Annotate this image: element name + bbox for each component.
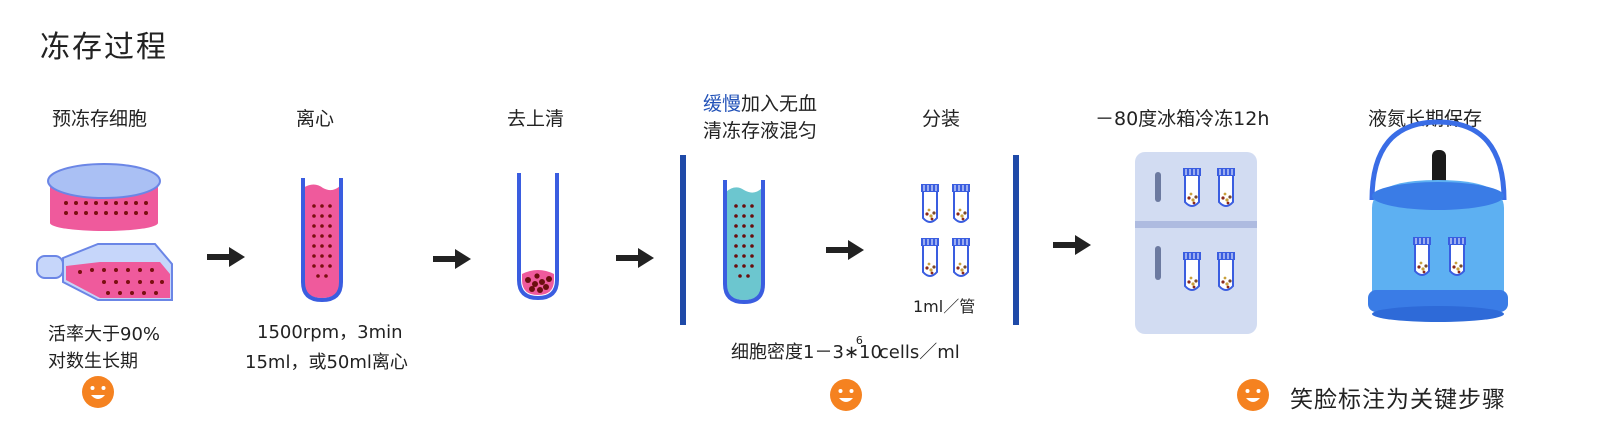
arrow-icon <box>1053 235 1091 255</box>
centrifuge-tube-icon <box>301 178 343 303</box>
freezer-icon <box>1135 152 1257 334</box>
culture-flask-icon <box>36 243 173 301</box>
culture-dish-icon <box>47 163 161 231</box>
pellet-tube-icon <box>517 173 559 301</box>
smiley-icon <box>82 376 114 408</box>
step-label-remove-supernatant: 去上清 <box>507 108 565 130</box>
note-centrifuge-speed: 1500rpm，3min <box>257 322 403 343</box>
note-centrifuge-tube: 15ml，或50ml离心 <box>245 352 408 373</box>
note-cell-density: 细胞密度1－3∗106 cells／ml <box>731 334 960 364</box>
highlight-slowly: 缓慢 <box>703 93 742 115</box>
legend-smiley-icon <box>1237 379 1269 411</box>
divider-bar <box>680 155 686 325</box>
density-exponent: 6 <box>855 334 863 347</box>
step-label-add-medium-line2: 清冻存液混匀 <box>703 120 818 142</box>
smiley-icon <box>830 379 862 411</box>
freezing-medium-tube-icon <box>723 180 765 305</box>
note-viability: 活率大于90% <box>48 324 161 345</box>
arrow-icon <box>826 240 864 260</box>
step-label-centrifuge: 离心 <box>296 108 335 130</box>
page-title: 冻存过程 <box>40 30 168 65</box>
arrow-icon <box>433 249 471 269</box>
liquid-nitrogen-tank-icon <box>1368 119 1508 322</box>
note-per-tube: 1ml／管 <box>913 297 976 316</box>
cryovials-icon <box>920 183 971 277</box>
step-label-add-medium: 缓慢加入无血 清冻存液混匀 <box>703 89 817 143</box>
legend-text: 笑脸标注为关键步骤 <box>1290 387 1506 413</box>
step-label-aliquot: 分装 <box>922 108 961 130</box>
arrow-icon <box>616 248 654 268</box>
step-label-precooling: 预冻存细胞 <box>52 108 148 130</box>
step-label-freezer: －80度冰箱冷冻12h <box>1095 108 1270 130</box>
density-prefix: 细胞密度1－3∗10 <box>731 342 882 363</box>
step-label-add-medium-rest: 加入无血 <box>741 93 818 115</box>
divider-bar <box>1013 155 1019 325</box>
note-log-phase: 对数生长期 <box>48 351 138 372</box>
arrow-icon <box>207 247 245 267</box>
density-suffix: cells／ml <box>878 342 960 363</box>
